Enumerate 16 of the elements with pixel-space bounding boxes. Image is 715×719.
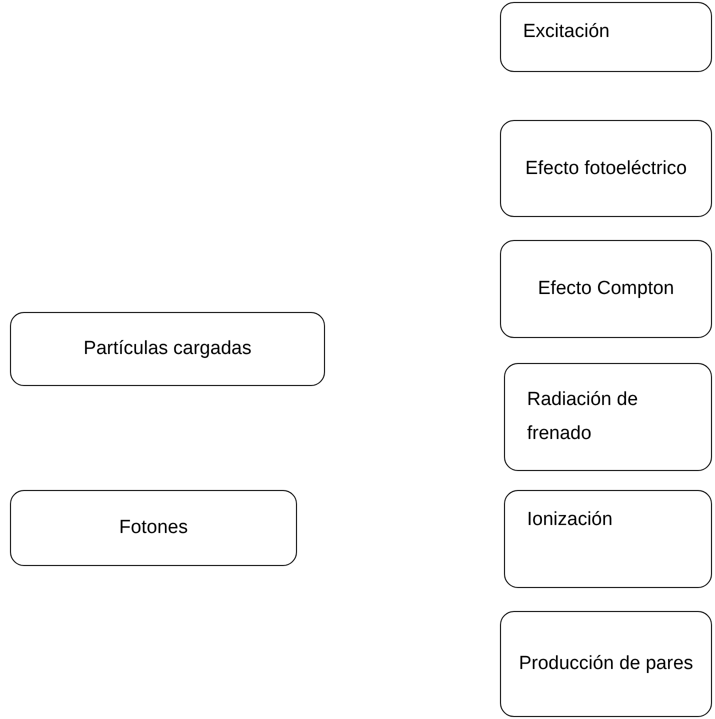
process-box [504, 490, 712, 588]
process-box [10, 312, 325, 386]
box-label: Partículas cargadas [84, 337, 252, 361]
box-label: Fotones [119, 516, 188, 540]
box-label: Efecto fotoeléctrico [525, 156, 687, 180]
box-label: Efecto Compton [538, 277, 674, 301]
process-box [500, 2, 712, 72]
box-label: Radiación de frenado [527, 388, 639, 446]
process-box [500, 120, 712, 217]
process-box [500, 240, 712, 338]
process-box [500, 611, 712, 717]
process-box [10, 490, 297, 566]
box-label: Producción de pares [518, 652, 694, 676]
process-box [504, 363, 712, 471]
box-label: Excitación [523, 20, 610, 44]
box-label: Ionización [527, 508, 613, 532]
